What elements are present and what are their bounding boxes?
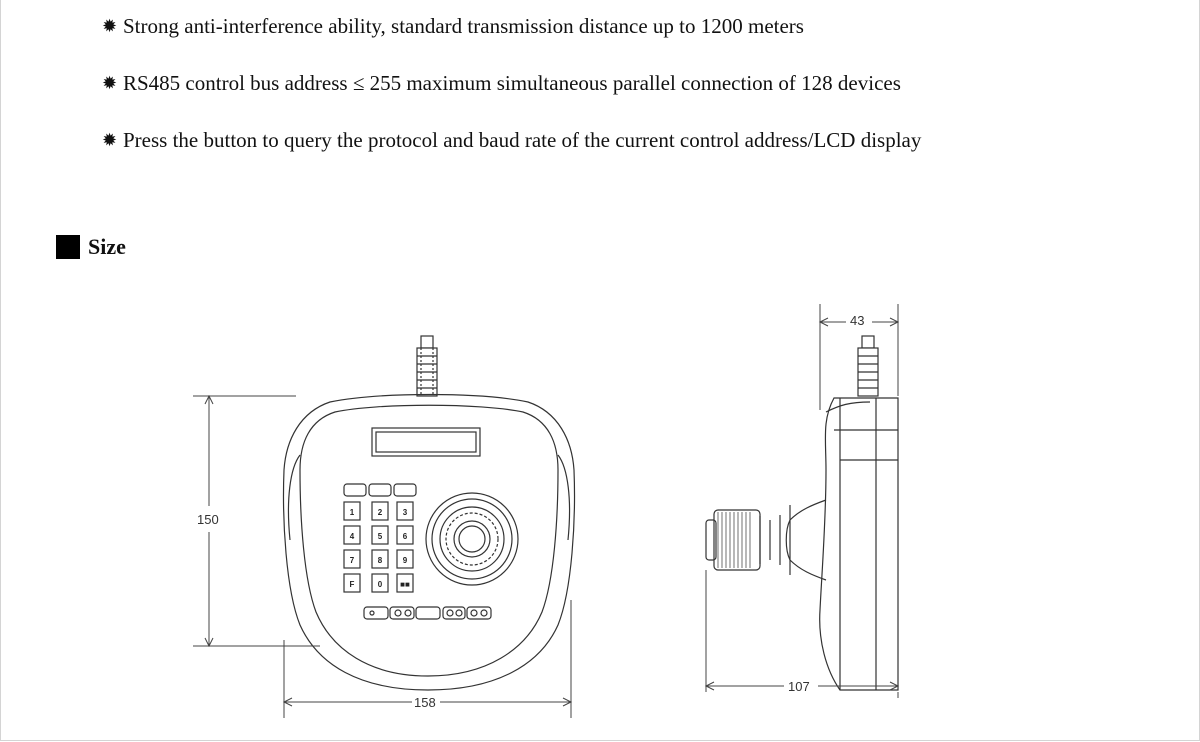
side-thickness-dimension (818, 304, 900, 410)
front-cable (416, 335, 438, 397)
keypad-key-label: 1 (350, 508, 355, 517)
feature-bullet-3: ✹Press the button to query the protocol … (102, 127, 921, 153)
lcd-display (371, 427, 481, 457)
keypad-key-label: 8 (378, 556, 383, 565)
keypad-key-label: 5 (378, 532, 383, 541)
section-title: Size (88, 234, 126, 259)
front-body-inner (299, 404, 559, 677)
keypad-key-label: 4 (350, 532, 355, 541)
keypad-labels: 1 2 3 4 5 6 7 8 9F 0 ■■ (350, 508, 410, 589)
black-square-icon (56, 235, 80, 259)
side-joystick (705, 499, 827, 581)
front-height-dimension (193, 394, 320, 648)
thickness-dimension-label: 43 (850, 313, 864, 328)
height-dimension-label: 150 (197, 512, 219, 527)
keypad-key-label: 0 (378, 580, 383, 589)
keypad-key-label: ■■ (400, 580, 410, 589)
star-bullet-icon: ✹ (102, 16, 118, 36)
keypad-key-label: 6 (403, 532, 408, 541)
feature-bullet-2: ✹RS485 control bus address ≤ 255 maximum… (102, 70, 901, 96)
star-bullet-icon: ✹ (102, 130, 118, 150)
function-key-row (343, 483, 417, 497)
front-body-outer (282, 393, 576, 691)
feature-text: RS485 control bus address ≤ 255 maximum … (123, 71, 901, 95)
side-cable (857, 335, 879, 397)
star-bullet-icon: ✹ (102, 73, 118, 93)
side-depth-dimension (704, 570, 900, 698)
keypad-key-label: F (350, 580, 355, 589)
keypad-key-label: 7 (350, 556, 355, 565)
control-button-row (363, 606, 492, 620)
feature-bullet-1: ✹Strong anti-interference ability, stand… (102, 13, 804, 39)
depth-dimension-label: 107 (788, 679, 810, 694)
keypad-key-label: 2 (378, 508, 383, 517)
feature-text: Press the button to query the protocol a… (123, 128, 922, 152)
front-width-dimension (282, 600, 573, 718)
width-dimension-label: 158 (414, 695, 436, 710)
number-keypad (343, 501, 414, 593)
keypad-key-label: 3 (403, 508, 408, 517)
feature-text: Strong anti-interference ability, standa… (123, 14, 804, 38)
joystick (425, 492, 519, 586)
side-body (819, 397, 899, 691)
keypad-key-label: 9 (403, 556, 408, 565)
